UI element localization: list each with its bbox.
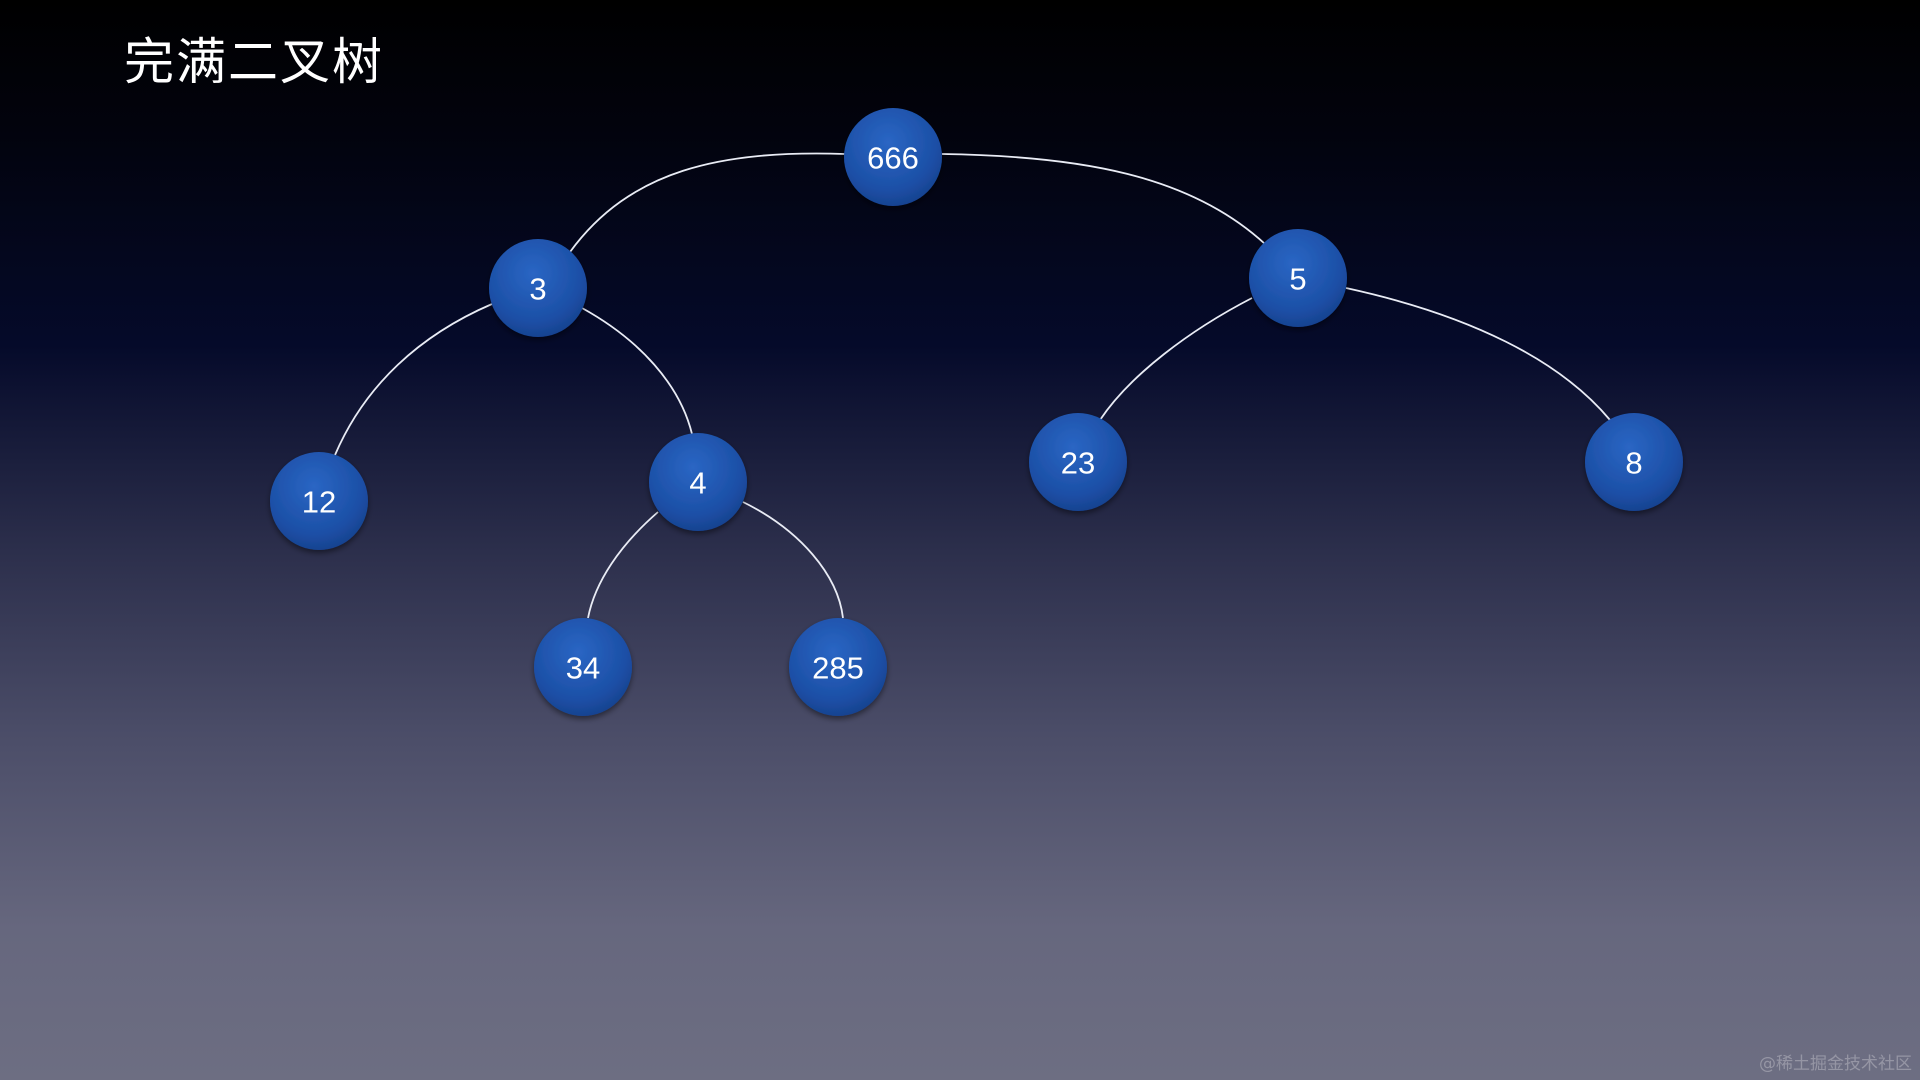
node-label: 285 bbox=[812, 651, 864, 686]
edges-layer bbox=[334, 152, 1611, 619]
tree-node-666: 666 bbox=[844, 108, 942, 206]
edge-3-to-4 bbox=[581, 307, 693, 435]
node-circle bbox=[844, 108, 942, 206]
node-label: 666 bbox=[867, 141, 919, 176]
nodes-layer: 666 3 5 12 4 23 8 34 285 bbox=[270, 108, 1683, 716]
edge-4-to-285 bbox=[742, 501, 844, 619]
node-label: 12 bbox=[302, 485, 336, 520]
tree-node-8: 8 bbox=[1585, 413, 1683, 511]
node-circle bbox=[1249, 229, 1347, 327]
node-circle bbox=[534, 618, 632, 716]
node-circle bbox=[1585, 413, 1683, 511]
edge-4-to-34 bbox=[587, 511, 659, 619]
watermark: @稀土掘金技术社区 bbox=[1759, 1054, 1912, 1074]
node-circle bbox=[649, 433, 747, 531]
node-label: 8 bbox=[1625, 446, 1642, 481]
tree-node-4: 4 bbox=[649, 433, 747, 531]
slide-title: 完满二叉树 bbox=[124, 33, 384, 91]
node-circle bbox=[1029, 413, 1127, 511]
tree-node-34: 34 bbox=[534, 618, 632, 716]
node-label: 34 bbox=[566, 651, 600, 686]
edge-5-to-23 bbox=[1099, 297, 1253, 421]
node-label: 23 bbox=[1061, 446, 1095, 481]
tree-node-285: 285 bbox=[789, 618, 887, 716]
node-label: 3 bbox=[529, 272, 546, 307]
node-circle bbox=[270, 452, 368, 550]
tree-node-12: 12 bbox=[270, 452, 368, 550]
node-label: 4 bbox=[689, 466, 706, 501]
edge-666-to-5 bbox=[941, 153, 1266, 245]
tree-node-23: 23 bbox=[1029, 413, 1127, 511]
edge-666-to-3 bbox=[569, 152, 846, 253]
tree-node-3: 3 bbox=[489, 239, 587, 337]
node-circle bbox=[789, 618, 887, 716]
node-circle bbox=[489, 239, 587, 337]
edge-3-to-12 bbox=[334, 303, 493, 456]
tree-node-5: 5 bbox=[1249, 229, 1347, 327]
edge-5-to-8 bbox=[1345, 287, 1611, 421]
node-label: 5 bbox=[1289, 262, 1306, 297]
